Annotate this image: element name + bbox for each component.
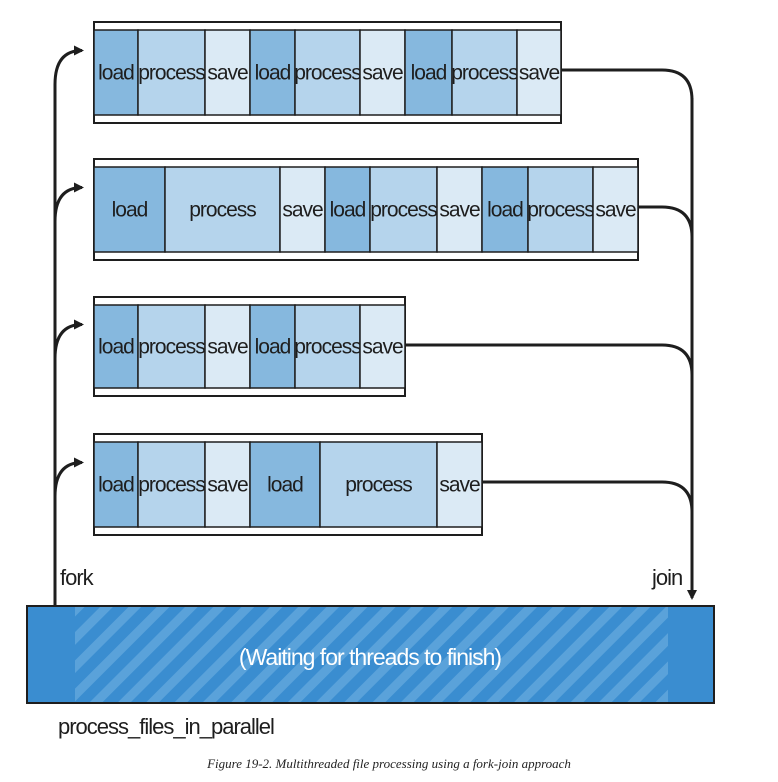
process-label: process — [294, 336, 361, 359]
save-segment — [516, 29, 562, 116]
process-label: process — [294, 62, 361, 85]
figure-caption: Figure 19-2. Multithreaded file processi… — [207, 756, 571, 771]
save-segment — [436, 166, 483, 253]
process-segment — [369, 166, 438, 253]
fork-arrow — [53, 45, 84, 101]
process-segment — [137, 441, 206, 528]
save-label: save — [207, 62, 248, 85]
process-label: process — [345, 474, 412, 497]
save-label: save — [282, 199, 323, 222]
process-segment — [164, 166, 281, 253]
save-segment — [359, 304, 406, 389]
process-segment — [137, 304, 206, 389]
load-label: load — [267, 474, 303, 497]
fork-arrow — [53, 319, 84, 375]
save-label: save — [207, 336, 248, 359]
load-label: load — [98, 62, 134, 85]
load-segment — [93, 166, 166, 253]
process-label: process — [189, 199, 256, 222]
process-label: process — [527, 199, 594, 222]
load-label: load — [330, 199, 366, 222]
fork-label: fork — [60, 565, 95, 590]
process-segment — [294, 304, 361, 389]
process-segment — [137, 29, 206, 116]
process-segment — [294, 29, 361, 116]
save-segment — [436, 441, 483, 528]
save-label: save — [362, 62, 403, 85]
load-label: load — [98, 336, 134, 359]
process-label: process — [370, 199, 437, 222]
save-label: save — [362, 336, 403, 359]
save-label: save — [595, 199, 636, 222]
join-connector — [405, 343, 694, 376]
load-segment — [93, 304, 139, 389]
load-label: load — [411, 62, 447, 85]
save-segment — [279, 166, 326, 253]
main-thread-bar: (Waiting for threads to finish) — [26, 605, 715, 704]
save-segment — [204, 441, 251, 528]
save-label: save — [439, 199, 480, 222]
process-label: process — [138, 62, 205, 85]
load-label: load — [487, 199, 523, 222]
process-label: process — [451, 62, 518, 85]
process-label: process — [138, 336, 205, 359]
save-segment — [204, 29, 251, 116]
load-segment — [324, 166, 371, 253]
save-segment — [592, 166, 639, 253]
load-segment — [249, 441, 321, 528]
load-label: load — [112, 199, 148, 222]
load-label: load — [255, 336, 291, 359]
load-segment — [404, 29, 453, 116]
load-label: load — [255, 62, 291, 85]
join-label: join — [651, 565, 682, 590]
save-segment — [359, 29, 406, 116]
process-segment — [319, 441, 438, 528]
function-label: process_files_in_parallel — [58, 714, 274, 739]
save-label: save — [519, 62, 560, 85]
waiting-label: (Waiting for threads to finish) — [239, 644, 501, 670]
process-label: process — [138, 474, 205, 497]
fork-arrow — [53, 182, 84, 238]
join-connector — [638, 205, 694, 238]
process-segment — [451, 29, 518, 116]
join-connector — [482, 480, 694, 513]
load-segment — [93, 29, 139, 116]
join-connector — [561, 68, 694, 101]
save-label: save — [439, 474, 480, 497]
fork-arrow — [53, 457, 84, 513]
save-segment — [204, 304, 251, 389]
save-label: save — [207, 474, 248, 497]
main-bar-hatch — [75, 607, 668, 702]
load-label: load — [98, 474, 134, 497]
